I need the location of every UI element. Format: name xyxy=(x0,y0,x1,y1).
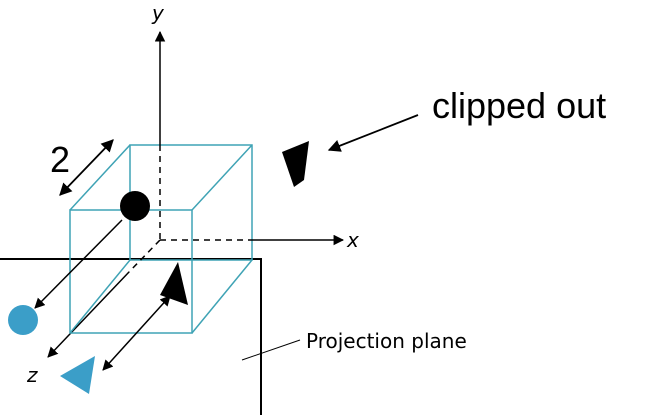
sphere-object xyxy=(120,191,150,221)
projection-plane-leader xyxy=(241,339,301,361)
triangle-object xyxy=(160,262,188,305)
projection-plane-label: Projection plane xyxy=(306,329,467,353)
triangle-projection-ray xyxy=(102,295,171,371)
y-axis-label: y xyxy=(151,1,165,25)
dimension-label: 2 xyxy=(50,139,70,180)
projection-plane xyxy=(0,258,262,415)
dimension-arrow xyxy=(59,139,114,196)
clipped-object xyxy=(282,141,309,187)
z-axis-label: z xyxy=(26,363,38,387)
clipped-out-label: clipped out xyxy=(432,85,606,126)
projected-triangle xyxy=(60,356,95,394)
sphere-projection-ray xyxy=(34,219,123,309)
clipped-callout-arrow xyxy=(327,114,419,152)
hidden-axis-segments xyxy=(128,145,252,273)
projected-sphere xyxy=(8,305,38,335)
z-axis xyxy=(47,271,130,358)
x-axis-label: x xyxy=(346,228,359,252)
